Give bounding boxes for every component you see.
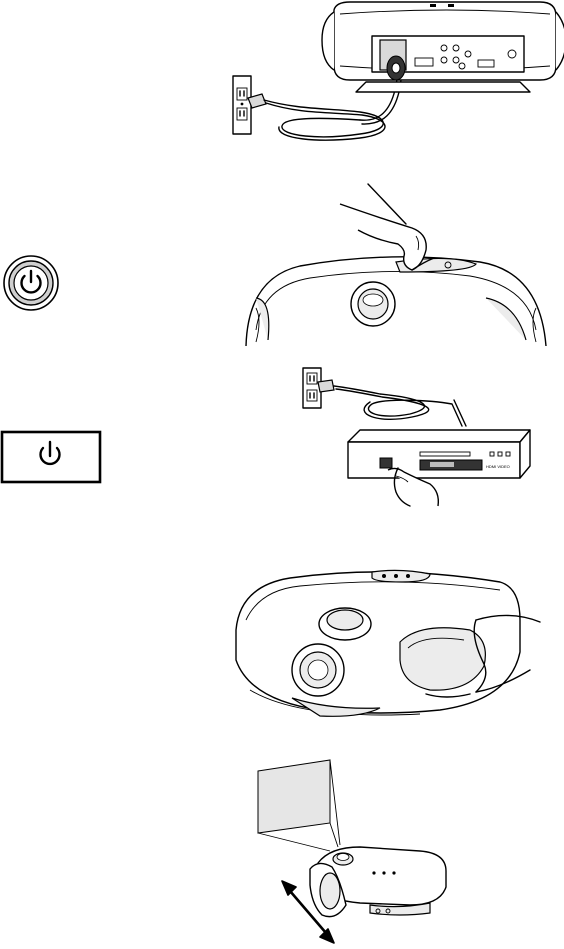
projector-top bbox=[246, 257, 546, 346]
step-5-position-illustration bbox=[0, 755, 564, 949]
power-cord bbox=[334, 386, 466, 426]
projector-rear-power-cord-drawing bbox=[0, 0, 564, 150]
wall-outlet bbox=[303, 368, 321, 408]
step-1-power-cord-illustration bbox=[0, 0, 564, 150]
cord-plug bbox=[318, 380, 334, 392]
press-power-button-drawing bbox=[0, 170, 564, 350]
projector-stand bbox=[356, 82, 530, 92]
source-power-switch bbox=[380, 458, 392, 468]
step-4-lens-cover-illustration bbox=[0, 560, 564, 730]
projector-rear bbox=[322, 2, 564, 80]
turn-on-source-drawing: HDMI VIDEO bbox=[0, 360, 564, 520]
device-label: HDMI VIDEO bbox=[486, 464, 510, 469]
source-device: HDMI VIDEO bbox=[348, 430, 530, 478]
power-icon bbox=[2, 432, 100, 482]
step-2-power-button-illustration bbox=[0, 170, 564, 350]
projection-screen bbox=[258, 760, 330, 833]
adjust-projector-position-drawing bbox=[0, 755, 564, 949]
step-3-source-illustration: HDMI VIDEO bbox=[0, 360, 564, 520]
wall-outlet bbox=[233, 76, 251, 134]
power-icon bbox=[4, 256, 58, 310]
remove-lens-cover-drawing bbox=[0, 560, 564, 730]
projector-angled bbox=[310, 847, 446, 917]
